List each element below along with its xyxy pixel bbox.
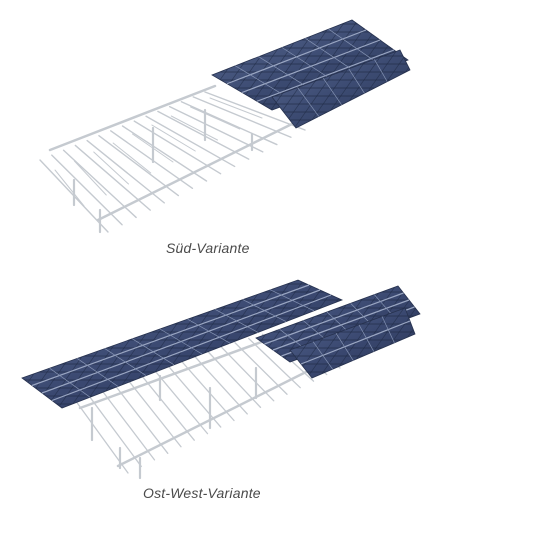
support-strut: [112, 142, 152, 174]
panel-module-gap: [270, 289, 315, 312]
panel-module-gap: [49, 367, 91, 398]
cross-purlin: [110, 379, 169, 454]
support-strut: [151, 124, 196, 152]
cross-purlin: [110, 130, 194, 189]
solar-panel-array: [21, 279, 421, 409]
solar-cell-grid: [290, 308, 415, 378]
cross-purlin: [138, 371, 195, 441]
cross-purlin: [248, 337, 301, 389]
panel-module-gap: [297, 87, 320, 117]
solar-cell-grid: [272, 50, 410, 128]
cross-purlin: [69, 392, 129, 474]
solar-panel-array: [211, 19, 411, 129]
front-rail: [116, 358, 332, 468]
east-west-variant-illustration: [21, 279, 421, 480]
cross-purlin: [157, 110, 250, 160]
cross-purlin: [86, 139, 165, 204]
support-strut: [209, 97, 263, 119]
cross-purlin: [165, 363, 222, 428]
mounting-frame: [69, 325, 341, 480]
cross-purlin: [180, 101, 278, 146]
cross-purlin: [220, 346, 275, 402]
panel-module-gap: [215, 309, 259, 333]
cross-purlin: [179, 358, 235, 422]
panel-module-gap: [322, 78, 342, 105]
figure-caption: Süd-Variante: [166, 240, 250, 256]
panel-module-gap: [381, 316, 395, 343]
cross-purlin: [234, 342, 288, 395]
south-variant-illustration: [39, 19, 411, 234]
cross-purlin: [168, 105, 264, 153]
cross-purlin: [206, 350, 262, 409]
cross-purlin: [83, 388, 142, 468]
cross-purlin: [124, 375, 182, 448]
front-rail: [96, 118, 302, 222]
figure-caption: Ost-West-Variante: [143, 485, 261, 501]
cross-purlin: [145, 115, 236, 168]
back-rail: [48, 84, 217, 152]
panel-module-gap: [348, 68, 365, 94]
support-strut: [73, 160, 107, 196]
panel-row-gap: [300, 320, 411, 365]
support-strut: [93, 151, 129, 185]
cross-purlin: [133, 120, 222, 175]
cross-purlin: [62, 149, 137, 219]
support-strut: [170, 115, 218, 141]
panel-module-gap: [358, 324, 375, 352]
support-strut: [54, 169, 85, 207]
cross-purlin: [151, 367, 209, 435]
panel-module-gap: [187, 318, 231, 344]
cross-purlin: [96, 383, 156, 461]
cross-purlin: [121, 125, 208, 182]
panel-module-gap: [77, 358, 119, 387]
panel-module-gap: [159, 328, 203, 355]
panel-module-gap: [242, 299, 287, 322]
panel-module-gap: [132, 338, 175, 366]
cross-purlin: [193, 354, 248, 415]
panel-module-gap: [312, 341, 333, 370]
cross-purlin: [51, 154, 123, 226]
cross-purlin: [192, 96, 292, 138]
figure-east-west-variant: Ost-West-Variante: [0, 268, 556, 557]
panel-module-gap: [374, 59, 388, 82]
panel-module-gap: [104, 348, 147, 376]
panel-module-gap: [335, 333, 354, 361]
cross-purlin: [74, 144, 151, 211]
mounting-frame: [39, 84, 306, 234]
cross-purlin: [98, 135, 180, 197]
support-strut: [190, 106, 241, 130]
figure-south-variant: Süd-Variante: [0, 0, 556, 268]
cross-purlin: [204, 91, 306, 131]
solar-cell-grid: [212, 20, 408, 110]
